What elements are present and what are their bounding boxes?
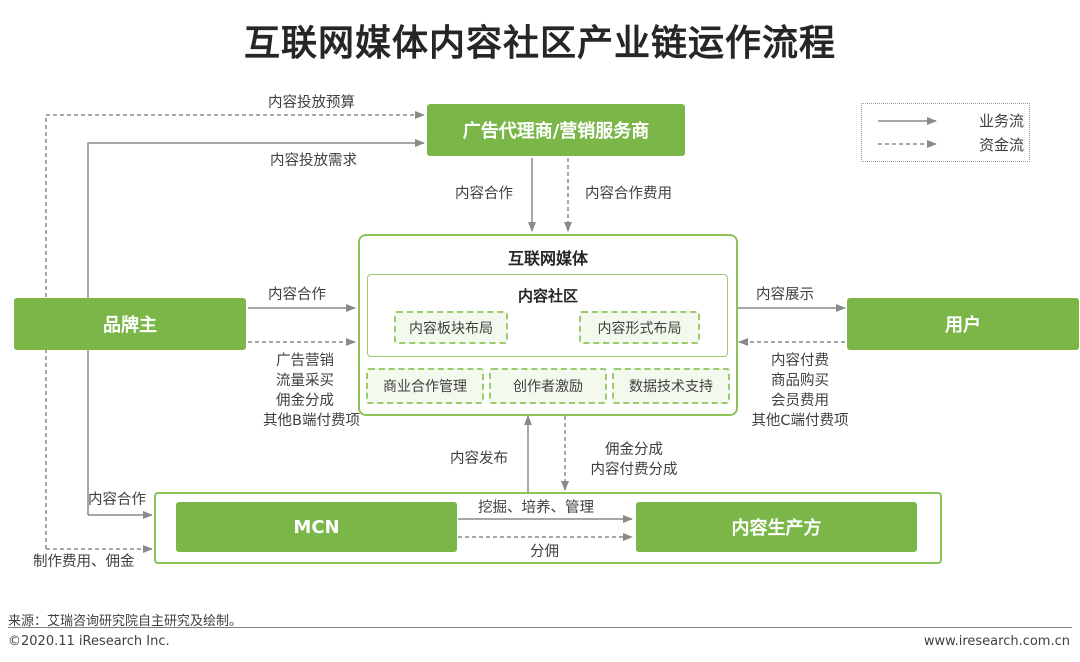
brand-pay-label-1: 广告营销: [276, 353, 334, 369]
commission-label: 分佣: [530, 544, 559, 560]
copyright: ©2020.11 iResearch Inc.: [8, 634, 170, 649]
brand-pay-label-3: 佣金分成: [276, 393, 334, 409]
share-label-1: 佣金分成: [605, 442, 663, 458]
agency-node: 广告代理商/营销服务商: [427, 104, 685, 156]
legend: 业务流 资金流: [861, 103, 1030, 162]
agency-fee-label: 内容合作费用: [585, 186, 672, 202]
display-label: 内容展示: [756, 287, 814, 303]
user-node: 用户: [847, 298, 1079, 350]
data-tech-box: 数据技术支持: [612, 368, 730, 404]
mcn-coop-label: 内容合作: [88, 492, 146, 508]
mcn-producer-lines: [458, 515, 633, 541]
mcn-node: MCN: [176, 502, 457, 552]
creator-incentive-box: 创作者激励: [489, 368, 607, 404]
website: www.iresearch.com.cn: [923, 634, 1070, 649]
user-pay-label-1: 内容付费: [771, 353, 829, 369]
user-pay-label-3: 会员费用: [771, 393, 829, 409]
demand-label: 内容投放需求: [270, 153, 357, 169]
demand-flow: [87, 139, 425, 515]
agency-coop-label: 内容合作: [455, 186, 513, 202]
legend-business-label: 业务流: [979, 112, 1025, 130]
page-title: 互联网媒体内容社区产业链运作流程: [243, 23, 836, 64]
user-pay-label-2: 商品购买: [771, 373, 829, 389]
community-title: 内容社区: [517, 287, 578, 305]
brand-pay-label-4: 其他B端付费项: [263, 413, 360, 429]
budget-label: 内容投放预算: [268, 95, 355, 111]
brand-pay-label-2: 流量采买: [276, 373, 334, 389]
share-label-2: 内容付费分成: [590, 462, 678, 478]
legend-capital-label: 资金流: [979, 136, 1025, 154]
community-frame: [367, 274, 728, 357]
dig-label: 挖掘、培养、管理: [478, 500, 594, 516]
mcn-fee-label: 制作费用、佣金: [33, 554, 135, 570]
footer-divider: [8, 627, 1072, 628]
biz-coop-box: 商业合作管理: [366, 368, 484, 404]
budget-flow: [45, 111, 425, 549]
board-layout-box: 内容板块布局: [394, 311, 508, 344]
user-pay-label-4: 其他C端付费项: [751, 413, 849, 429]
brand-coop-label: 内容合作: [268, 287, 326, 303]
brand-node: 品牌主: [14, 298, 246, 350]
form-layout-box: 内容形式布局: [579, 311, 700, 344]
source-note: 来源：艾瑞咨询研究院自主研究及绘制。: [8, 614, 243, 629]
legend-lines: [878, 117, 937, 148]
publish-label: 内容发布: [450, 451, 508, 467]
media-title: 互联网媒体: [507, 249, 588, 268]
producer-node: 内容生产方: [636, 502, 917, 552]
